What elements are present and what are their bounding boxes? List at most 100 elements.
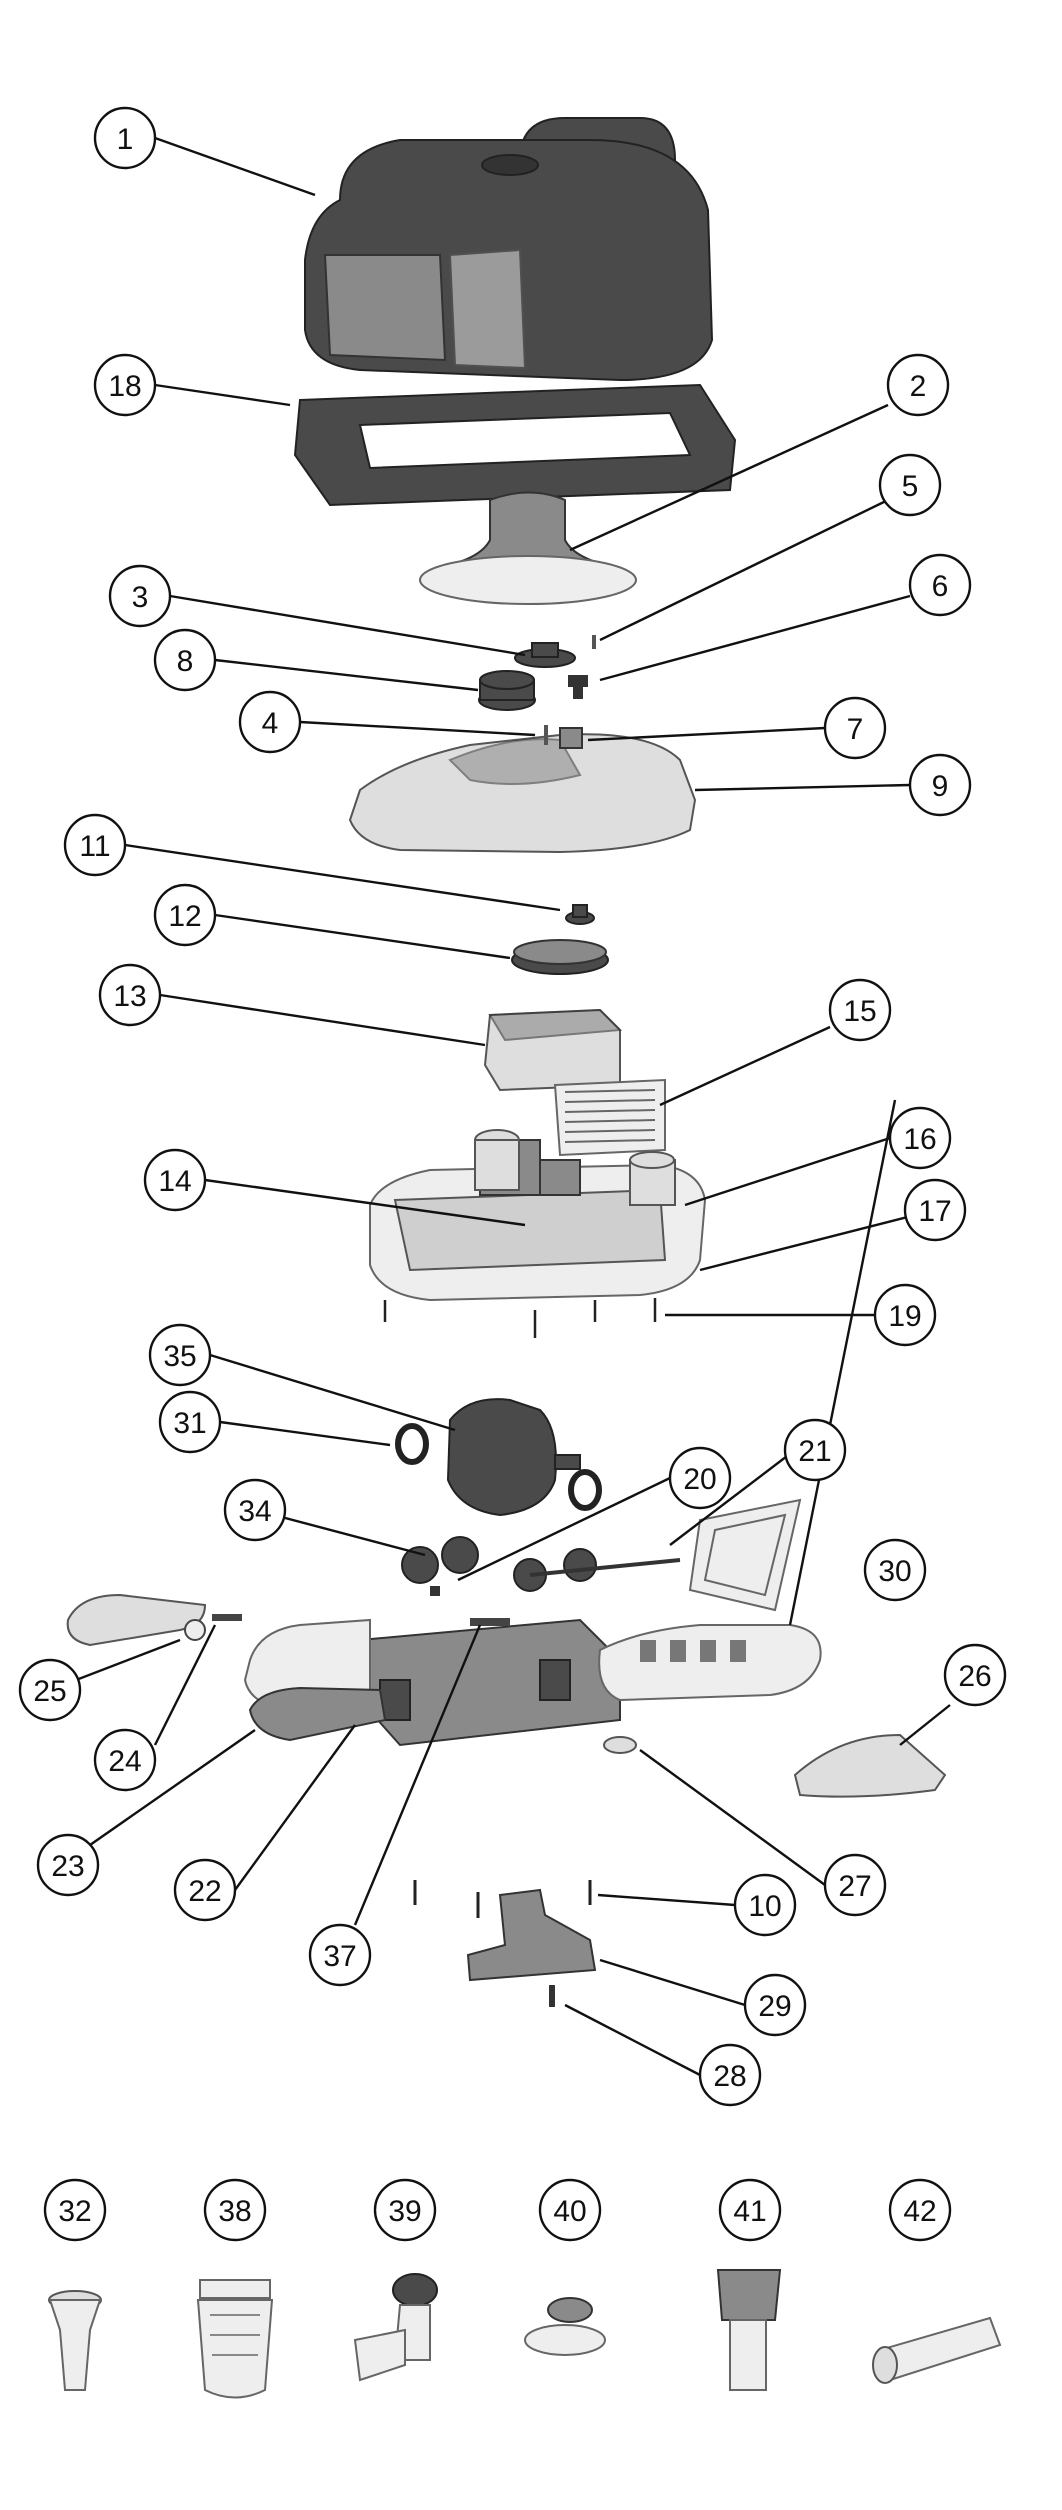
svg-text:22: 22 [188, 1875, 221, 1908]
callout-10: 10 [733, 1873, 797, 1937]
callout-35: 35 [148, 1323, 212, 1387]
svg-text:29: 29 [758, 1990, 791, 2023]
callout-7: 7 [823, 696, 887, 760]
part-10-screws [413, 1880, 592, 1918]
callout-4: 4 [238, 690, 302, 754]
part-26-right-cap [793, 1733, 947, 1798]
part-28-screw [549, 1985, 555, 2007]
callout-5: 5 [878, 453, 942, 517]
svg-text:41: 41 [733, 2195, 766, 2228]
svg-text:17: 17 [918, 1195, 951, 1228]
part-6-bolt [568, 675, 588, 699]
part-2-diffuser [419, 491, 637, 605]
svg-text:9: 9 [932, 770, 949, 803]
part-9-upper-shell [348, 725, 697, 854]
svg-text:10: 10 [748, 1890, 781, 1923]
callout-42: 42 [888, 2178, 952, 2242]
callout-41: 41 [718, 2178, 782, 2242]
callout-37: 37 [308, 1923, 372, 1987]
part-35-pump [446, 1398, 581, 1517]
svg-text:40: 40 [553, 2195, 586, 2228]
part-20-screw [430, 1586, 440, 1596]
part-30-right-track [598, 1624, 822, 1702]
svg-text:35: 35 [163, 1340, 196, 1373]
part-1-top-cover [304, 117, 714, 382]
part-19-screws [383, 1298, 657, 1338]
callout-13: 13 [98, 963, 162, 1027]
svg-text:18: 18 [108, 370, 141, 403]
part-22-chassis [359, 1618, 621, 1747]
part-flap [688, 1498, 802, 1612]
part-17-main-body [369, 1163, 707, 1302]
callout-24: 24 [93, 1728, 157, 1792]
callout-2: 2 [886, 353, 950, 417]
svg-text:14: 14 [158, 1165, 191, 1198]
callout-29: 29 [743, 1973, 807, 2037]
callout-28: 28 [698, 2043, 762, 2107]
callout-39: 39 [373, 2178, 437, 2242]
callout-1: 1 [93, 106, 157, 170]
svg-text:4: 4 [262, 707, 279, 740]
callout-18: 18 [93, 353, 157, 417]
svg-text:7: 7 [847, 713, 864, 746]
part-15-filter-grate [553, 1078, 666, 1157]
svg-text:27: 27 [838, 1870, 871, 1903]
svg-text:21: 21 [798, 1435, 831, 1468]
part-14-motor-housing [474, 1129, 581, 1196]
svg-text:37: 37 [323, 1940, 356, 1973]
part-34-roller-wheels [401, 1536, 479, 1584]
part-40-fitting [524, 2297, 606, 2356]
callout-21: 21 [783, 1418, 847, 1482]
part-12-impeller-disc [511, 939, 609, 975]
part-25-left-cap [66, 1593, 207, 1647]
callout-9: 9 [908, 753, 972, 817]
callout-25: 25 [18, 1658, 82, 1722]
svg-text:2: 2 [910, 370, 927, 403]
callout-19: 19 [873, 1283, 937, 1347]
part-37-shaft [470, 1618, 510, 1626]
svg-text:11: 11 [79, 830, 110, 863]
svg-text:6: 6 [932, 570, 949, 603]
callout-22: 22 [173, 1858, 237, 1922]
leader-lines [49, 136, 951, 2077]
svg-text:24: 24 [108, 1745, 141, 1778]
callout-34: 34 [223, 1478, 287, 1542]
callout-14: 14 [143, 1148, 207, 1212]
svg-text:3: 3 [132, 581, 149, 614]
part-38-canister [196, 2279, 274, 2399]
part-16-motor [629, 1151, 676, 1206]
svg-text:15: 15 [843, 995, 876, 1028]
part-21-axle-wheels [513, 1548, 681, 1592]
callout-20: 20 [668, 1446, 732, 1510]
callout-32: 32 [43, 2178, 107, 2242]
callout-31: 31 [158, 1390, 222, 1454]
callout-15: 15 [828, 978, 892, 1042]
part-8-bearing [478, 670, 536, 711]
callout-3: 3 [108, 564, 172, 628]
part-29-bracket [466, 1888, 597, 1982]
callout-11: 11 [63, 813, 127, 877]
callout-40: 40 [538, 2178, 602, 2242]
callout-30: 30 [863, 1538, 927, 1602]
svg-text:31: 31 [173, 1407, 206, 1440]
part-5-pin [592, 635, 596, 649]
svg-text:30: 30 [878, 1555, 911, 1588]
svg-text:1: 1 [117, 123, 134, 156]
part-11-cap [565, 904, 595, 925]
svg-text:32: 32 [58, 2195, 91, 2228]
part-13-block [483, 1008, 623, 1092]
svg-text:8: 8 [177, 645, 194, 678]
svg-text:28: 28 [713, 2060, 746, 2093]
callout-17: 17 [903, 1178, 967, 1242]
part-32-cuff [48, 2290, 102, 2391]
callout-27: 27 [823, 1853, 887, 1917]
svg-text:5: 5 [902, 470, 919, 503]
svg-text:39: 39 [388, 2195, 421, 2228]
svg-text:26: 26 [958, 1660, 991, 1693]
svg-text:20: 20 [683, 1463, 716, 1496]
svg-text:16: 16 [903, 1123, 936, 1156]
callout-26: 26 [943, 1643, 1007, 1707]
callout-12: 12 [153, 883, 217, 947]
callout-38: 38 [203, 2178, 267, 2242]
